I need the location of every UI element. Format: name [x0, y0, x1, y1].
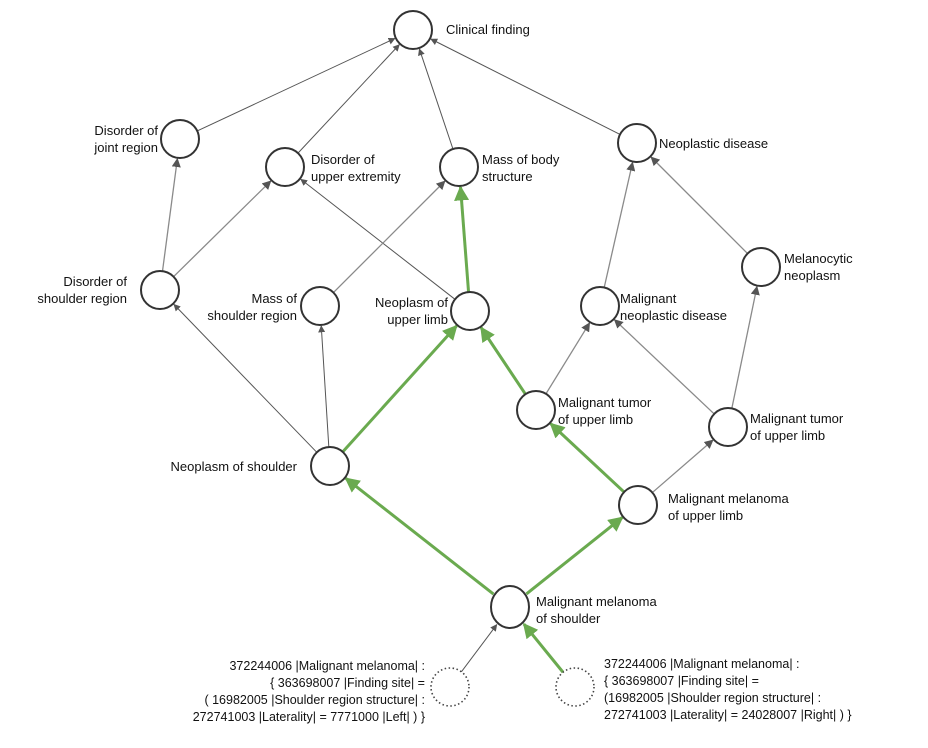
edge-mass-body-structure-to-clinical-finding: [418, 48, 454, 150]
label-malignant-melanoma-upper-limb: Malignant melanoma of upper limb: [668, 490, 789, 524]
label-line: shoulder region: [37, 291, 127, 306]
label-line: Malignant melanoma: [668, 491, 789, 506]
label-line: 372244006 |Malignant melanoma| :: [604, 657, 800, 671]
edge-disorder-joint-region-to-clinical-finding: [196, 37, 396, 132]
label-line: joint region: [94, 140, 158, 155]
label-disorder-upper-extremity: Disorder of upper extremity: [311, 151, 401, 185]
label-line: ( 16982005 |Shoulder region structure| :: [204, 693, 425, 707]
edge-malignant-melanoma-upper-limb-to-malignant-tumor-upper-limb-2: [651, 439, 714, 494]
label-line: 372244006 |Malignant melanoma| :: [229, 659, 425, 673]
label-neoplasm-shoulder: Neoplasm of shoulder: [171, 458, 297, 475]
node-expr-right[interactable]: [555, 667, 595, 707]
node-neoplastic-disease[interactable]: [617, 123, 657, 163]
node-malignant-melanoma-shoulder[interactable]: [490, 585, 530, 629]
label-line: upper limb: [387, 312, 448, 327]
edge-malignant-tumor-upper-limb-1-to-malignant-neoplastic-disease: [545, 322, 591, 395]
label-line: { 363698007 |Finding site| =: [270, 676, 425, 690]
label-line: Mass of body: [482, 152, 560, 167]
label-line: 272741003 |Laterality| = 24028007 |Right…: [604, 708, 852, 722]
label-line: of shoulder: [536, 611, 601, 626]
edge-malignant-tumor-upper-limb-2-to-malignant-neoplastic-disease: [613, 319, 715, 415]
label-disorder-shoulder-region: Disorder of shoulder region: [37, 273, 127, 307]
node-neoplasm-shoulder[interactable]: [310, 446, 350, 486]
label-line: of upper limb: [558, 412, 634, 427]
label-line: Clinical finding: [446, 22, 530, 37]
edge-neoplastic-disease-to-clinical-finding: [430, 38, 621, 135]
label-line: Disorder of: [94, 123, 158, 138]
label-line: Disorder of: [311, 152, 375, 167]
label-line: { 363698007 |Finding site| =: [604, 674, 759, 688]
label-mass-body-structure: Mass of body structure: [482, 151, 559, 185]
edge-neoplasm-shoulder-to-disorder-shoulder-region: [173, 303, 318, 453]
label-malignant-melanoma-shoulder: Malignant melanoma of shoulder: [536, 593, 657, 627]
edge-malignant-melanoma-upper-limb-to-malignant-tumor-upper-limb-1: [549, 422, 626, 494]
label-expr-left: 372244006 |Malignant melanoma| : { 363698…: [193, 658, 425, 726]
node-malignant-neoplastic-disease[interactable]: [580, 286, 620, 326]
edge-disorder-upper-extremity-to-clinical-finding: [297, 44, 400, 154]
node-malignant-melanoma-upper-limb[interactable]: [618, 485, 658, 525]
edge-malignant-neoplastic-disease-to-neoplastic-disease: [603, 161, 636, 288]
edge-malignant-melanoma-shoulder-to-malignant-melanoma-upper-limb: [525, 516, 624, 596]
label-line: 272741003 |Laterality| = 7771000 |Left| …: [192, 710, 425, 724]
label-line: Melanocytic: [784, 251, 853, 266]
node-neoplasm-upper-limb[interactable]: [450, 291, 490, 331]
node-malignant-tumor-upper-limb-1[interactable]: [516, 390, 556, 430]
edge-disorder-shoulder-region-to-disorder-upper-extremity: [173, 180, 272, 278]
edge-melanocytic-neoplasm-to-neoplastic-disease: [650, 156, 749, 255]
node-disorder-upper-extremity[interactable]: [265, 147, 305, 187]
node-expr-left[interactable]: [430, 667, 470, 707]
label-line: Malignant tumor: [750, 411, 844, 426]
label-line: Malignant melanoma: [536, 594, 657, 609]
edge-neoplasm-shoulder-to-mass-shoulder-region: [318, 325, 330, 448]
label-line: Neoplasm of shoulder: [170, 459, 297, 474]
label-neoplastic-disease: Neoplastic disease: [659, 135, 768, 152]
node-clinical-finding[interactable]: [393, 10, 433, 50]
edge-neoplasm-upper-limb-to-mass-body-structure: [454, 185, 471, 293]
node-malignant-tumor-upper-limb-2[interactable]: [708, 407, 748, 447]
edge-malignant-tumor-upper-limb-1-to-neoplasm-upper-limb: [479, 326, 527, 396]
node-mass-shoulder-region[interactable]: [300, 286, 340, 326]
label-line: Neoplasm of: [375, 295, 448, 310]
edge-neoplasm-upper-limb-to-disorder-upper-extremity: [300, 178, 456, 300]
label-line: Malignant tumor: [558, 395, 652, 410]
edge-malignant-tumor-upper-limb-2-to-melanocytic-neoplasm: [731, 285, 760, 409]
label-line: Malignant: [620, 291, 677, 306]
edge-expr-right-to-malignant-melanoma-shoulder: [522, 622, 565, 674]
label-line: of upper limb: [668, 508, 744, 523]
label-line: neoplasm: [784, 268, 841, 283]
label-line: Neoplastic disease: [659, 136, 769, 151]
label-line: structure: [482, 169, 533, 184]
nodes-layer: [140, 10, 781, 707]
label-neoplasm-upper-limb: Neoplasm of upper limb: [375, 294, 448, 328]
label-clinical-finding: Clinical finding: [446, 21, 530, 38]
label-mass-shoulder-region: Mass of shoulder region: [207, 290, 297, 324]
edges-layer: [161, 37, 760, 674]
edge-neoplasm-shoulder-to-neoplasm-upper-limb: [341, 324, 458, 453]
node-mass-body-structure[interactable]: [439, 147, 479, 187]
label-disorder-joint-region: Disorder of joint region: [94, 122, 158, 156]
label-line: Mass of: [251, 291, 297, 306]
label-line: neoplastic disease: [620, 308, 727, 323]
edge-disorder-shoulder-region-to-disorder-joint-region: [161, 157, 181, 272]
label-line: shoulder region: [207, 308, 297, 323]
label-melanocytic-neoplasm: Melanocytic neoplasm: [784, 250, 853, 284]
node-melanocytic-neoplasm[interactable]: [741, 247, 781, 287]
node-disorder-joint-region[interactable]: [160, 119, 200, 159]
node-disorder-shoulder-region[interactable]: [140, 270, 180, 310]
edge-expr-left-to-malignant-melanoma-shoulder: [460, 624, 498, 673]
label-line: of upper limb: [750, 428, 826, 443]
label-malignant-tumor-upper-limb-1: Malignant tumor of upper limb: [558, 394, 651, 428]
label-malignant-tumor-upper-limb-2: Malignant tumor of upper limb: [750, 410, 843, 444]
label-line: (16982005 |Shoulder region structure| :: [604, 691, 822, 705]
label-malignant-neoplastic-disease: Malignant neoplastic disease: [620, 290, 727, 324]
label-line: upper extremity: [311, 169, 401, 184]
label-line: Disorder of: [63, 274, 127, 289]
edge-malignant-melanoma-shoulder-to-neoplasm-shoulder: [344, 477, 495, 596]
edge-mass-shoulder-region-to-mass-body-structure: [332, 180, 446, 294]
label-expr-right: 372244006 |Malignant melanoma| : { 363698…: [604, 656, 852, 724]
